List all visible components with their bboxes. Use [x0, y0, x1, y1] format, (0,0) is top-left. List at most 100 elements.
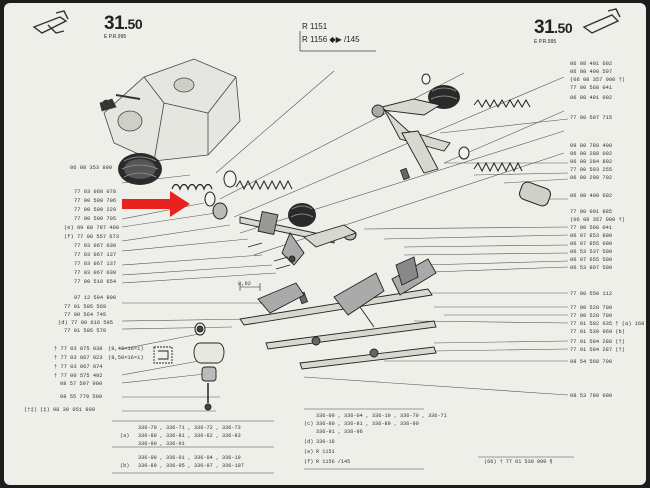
ref-line-1: R 1151 [302, 22, 328, 31]
note-label: (8,50×16×1) [108, 355, 144, 361]
spring-right-mid [473, 161, 523, 173]
part-number: 06 08 288 002 [570, 151, 613, 157]
part-number: 77 00 507 715 [570, 115, 613, 121]
gearbox-housing [99, 58, 241, 162]
part-number: 77 00 568 041 [570, 225, 613, 231]
part-number: 77 01 539 969 (b) [570, 329, 625, 335]
gearbox-fork-icon-right [582, 8, 621, 34]
spring-right-top [473, 98, 531, 109]
leader-lines [121, 70, 569, 412]
part-number: 06 07 853 800 [570, 233, 613, 239]
part-number: 77 00 520 700 [570, 305, 613, 311]
spring-center [235, 179, 293, 191]
part-number: (e) 09 80 787 400 [64, 225, 119, 231]
part-number: (f) 77 00 557 673 [64, 234, 119, 240]
legend-line: R 1156 /145 [316, 459, 351, 465]
page-number-right: 31.50 [534, 17, 573, 38]
rubber-boot-mid [288, 203, 316, 227]
part-number: 77 00 500 229 [74, 207, 117, 213]
legend-tag: (f) [304, 459, 314, 465]
rubber-boot-top [428, 85, 460, 109]
part-number: 06 08 353 800 [70, 165, 113, 171]
part-number: 77 03 067 030 [74, 270, 117, 276]
part-number: 06 08 284 802 [570, 159, 613, 165]
part-number: 77 00 550 112 [570, 291, 613, 297]
note-label: (†‡) [24, 407, 37, 413]
ref-line-2: R 1156 ◆▶ /145 [302, 35, 360, 44]
part-number: 77 00 568 041 [570, 85, 613, 91]
selector-lever [371, 98, 451, 174]
part-number: 77 01 504 287 (†) [570, 347, 625, 353]
part-number: 08 54 568 700 [570, 359, 613, 365]
part-number: 77 00 500 705 [74, 216, 117, 222]
page-sub-right: E P.R.995 [534, 39, 557, 45]
part-number: 77 00 503 255 [570, 167, 613, 173]
shift-fork-rods [239, 256, 437, 370]
part-number: 77 00 520 709 [570, 313, 613, 319]
part-number: 77 00 510 654 [74, 279, 117, 285]
legend-line: R 1151 [316, 449, 335, 455]
part-number: 06 08 401 602 [570, 61, 613, 67]
legend-line: 336-00 , 336-04 , 336-19 , 336-70 , 336-… [316, 413, 447, 419]
part-number: (06 08 357 000 †) [570, 77, 625, 83]
part-number: 77 01 502 635 † (a) 168 [570, 321, 645, 327]
part-number: 97 12 594 800 [74, 295, 117, 301]
part-number: (d) 77 00 616 595 [58, 320, 113, 326]
part-number: 06 07 655 500 [570, 257, 613, 263]
legend-line: 336-18 [316, 439, 335, 445]
legend-line: 336-00 , 336-01 , 336-04 , 336-19 [138, 455, 241, 461]
part-number: 08 57 597 900 [60, 381, 103, 387]
legend-tag: (a) [120, 433, 130, 439]
part-number: 77 03 067 137 [74, 252, 117, 258]
part-number: † 77 00 575 492 [54, 373, 103, 379]
legend-tag: (e) [304, 449, 314, 455]
part-number: 77 03 067 137 [74, 261, 117, 267]
rubber-boot-left [118, 153, 162, 185]
legend-tag: (d) [304, 439, 314, 445]
detent-parts [153, 325, 225, 411]
dimension-mark [239, 283, 261, 291]
legend-tag: (c) [304, 421, 314, 427]
part-number: 06 07 855 000 [570, 241, 613, 247]
legend-line: 336-89 , 336-95 , 336-97 , 336-107 [138, 463, 244, 469]
legend-line: 336-91 , 336-96 [316, 429, 363, 435]
part-number: 06 08 401 002 [570, 95, 613, 101]
part-number: † 77 03 067 023 [54, 355, 103, 361]
part-number: 08 53 780 000 [570, 393, 613, 399]
part-number: 06 08 400 507 [570, 69, 613, 75]
gearbox-fork-icon-left [32, 10, 69, 34]
spring-left [171, 183, 213, 191]
page-number-left: 31.50 [104, 13, 143, 34]
legend-line: 336-80 , 336-81 , 336-89 , 336-90 [316, 421, 419, 427]
part-number: 77 01 504 288 (†) [570, 339, 625, 345]
page-sub-left: E P.R.995 [104, 34, 127, 40]
highlight-arrow [122, 191, 190, 217]
footer-reference: (66) † 77 01 539 999 § [484, 459, 553, 465]
part-number: 77 03 067 030 [74, 243, 117, 249]
legend-line: 336-70 , 336-71 , 336-72 , 336-73 [138, 425, 241, 431]
part-number: † 77 03 067 074 [54, 364, 103, 370]
part-number: 77 01 505 570 [64, 328, 107, 334]
part-number: (‡) 08 30 051 900 [40, 407, 95, 413]
part-number: 77 01 505 569 [64, 304, 107, 310]
dimension-label: 8,92 [238, 281, 251, 287]
part-number: 08 55 779 500 [60, 394, 103, 400]
legend-tag: (b) [120, 463, 130, 469]
exploded-diagram [32, 8, 621, 474]
legend-line: 336-90 , 336-91 [138, 441, 185, 447]
parts-catalog-page: 31.50 E P.R.995 R 1151 R 1156 ◆▶ /145 31… [4, 3, 646, 485]
legend-box [112, 408, 574, 474]
part-number: 06 08 400 602 [570, 193, 613, 199]
part-number: 09 80 788 400 [570, 143, 613, 149]
part-number: 77 00 001 885 [570, 209, 613, 215]
part-number: 77 00 500 706 [74, 198, 117, 204]
part-number: † 77 03 075 038 [54, 346, 103, 352]
legend-line: 336-80 , 336-81 , 336-82 , 336-83 [138, 433, 241, 439]
part-number: 06 53 537 500 [570, 249, 613, 255]
part-number: 06 53 807 500 [570, 265, 613, 271]
part-number: 06 08 298 702 [570, 175, 613, 181]
bushing [519, 181, 551, 207]
part-number: 77 03 068 078 [74, 189, 117, 195]
part-number: 77 00 564 745 [64, 312, 107, 318]
part-number: (06 08 357 000 †) [570, 217, 625, 223]
